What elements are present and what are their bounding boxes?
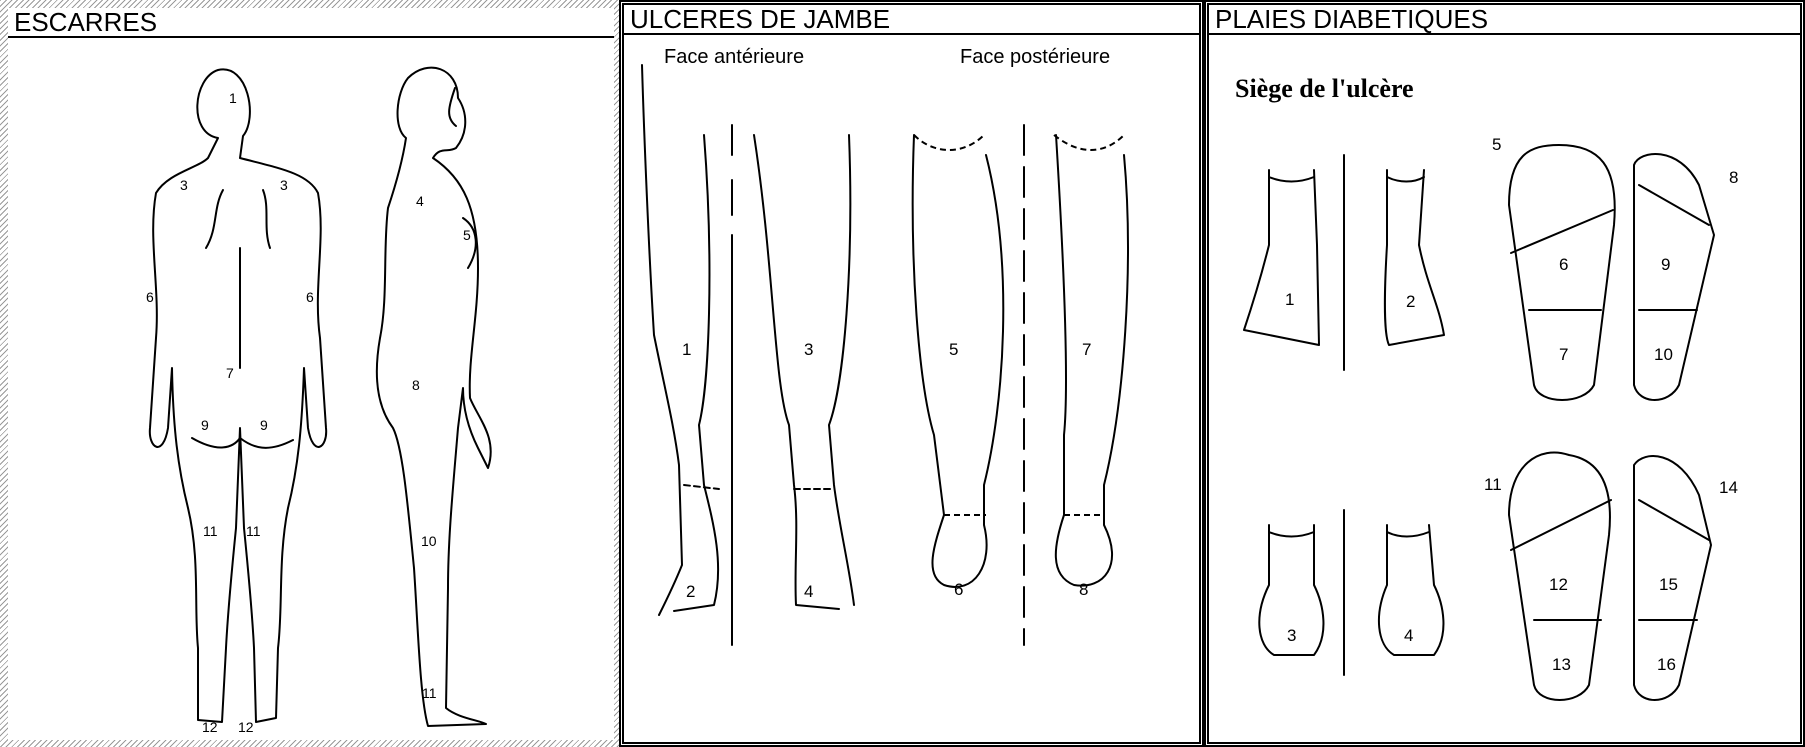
label-11c: 11 bbox=[422, 685, 437, 701]
plaie-label-7: 7 bbox=[1559, 345, 1568, 364]
label-5: 5 bbox=[463, 227, 471, 243]
panel-escarres: ESCARRES 1 3 3 4 5 6 bbox=[0, 0, 622, 747]
label-3a: 3 bbox=[180, 177, 188, 193]
plaie-label-16: 16 bbox=[1657, 655, 1676, 674]
plaie-label-9: 9 bbox=[1661, 255, 1670, 274]
panel-ulceres: ULCERES DE JAMBE Face antérieure Face po… bbox=[619, 0, 1204, 747]
posterior-legs: 5 6 7 8 bbox=[913, 125, 1128, 645]
ulcere-label-2: 2 bbox=[686, 582, 695, 601]
label-3b: 3 bbox=[280, 177, 288, 193]
face-posterieure-label: Face postérieure bbox=[960, 46, 1110, 68]
plaie-label-5: 5 bbox=[1492, 135, 1501, 154]
label-4: 4 bbox=[416, 193, 424, 209]
ulcere-label-8: 8 bbox=[1079, 580, 1088, 599]
label-9b: 9 bbox=[260, 417, 268, 433]
ulcere-label-3: 3 bbox=[804, 340, 813, 359]
panel-escarres-inner: ESCARRES 1 3 3 4 5 6 bbox=[8, 8, 614, 740]
plaie-label-12: 12 bbox=[1549, 575, 1568, 594]
feet-diagram: Siège de l'ulcère 1 2 5 6 7 8 9 10 bbox=[1209, 5, 1800, 742]
plaie-label-11: 11 bbox=[1484, 475, 1502, 494]
ulcere-label-7: 7 bbox=[1082, 340, 1091, 359]
soles-bottom: 11 12 13 14 15 16 bbox=[1484, 453, 1738, 701]
label-7: 7 bbox=[226, 365, 234, 381]
ulcere-label-5: 5 bbox=[949, 340, 958, 359]
label-1: 1 bbox=[229, 90, 237, 106]
ulcere-label-6: 6 bbox=[954, 580, 963, 599]
label-12b: 12 bbox=[238, 719, 254, 735]
plaie-label-14: 14 bbox=[1719, 478, 1738, 497]
body-side-view bbox=[377, 68, 491, 726]
plaie-label-10: 10 bbox=[1654, 345, 1673, 364]
escarres-labels: 1 3 3 4 5 6 6 7 8 9 9 10 11 11 11 12 12 bbox=[146, 90, 471, 735]
feet-back-bottom: 3 4 bbox=[1259, 510, 1443, 675]
label-10: 10 bbox=[421, 533, 437, 549]
plaie-label-6: 6 bbox=[1559, 255, 1568, 274]
plaie-label-4: 4 bbox=[1404, 626, 1413, 645]
label-9a: 9 bbox=[201, 417, 209, 433]
feet-side-top: 1 2 bbox=[1244, 155, 1444, 370]
plaie-label-15: 15 bbox=[1659, 575, 1678, 594]
plaie-label-13: 13 bbox=[1552, 655, 1571, 674]
siege-ulcere-title: Siège de l'ulcère bbox=[1235, 74, 1414, 103]
legs-diagram: Face antérieure Face postérieure 1 2 3 4… bbox=[624, 5, 1199, 742]
plaie-label-2: 2 bbox=[1406, 292, 1415, 311]
anterior-legs: 1 2 3 4 bbox=[642, 65, 854, 645]
label-6a: 6 bbox=[146, 289, 154, 305]
panel-plaies: PLAIES DIABETIQUES Siège de l'ulcère 1 2… bbox=[1204, 0, 1805, 747]
label-11a: 11 bbox=[203, 523, 218, 539]
body-diagram: 1 3 3 4 5 6 6 7 8 9 9 10 11 11 11 12 12 bbox=[8, 8, 614, 740]
ulcere-label-1: 1 bbox=[682, 340, 691, 359]
label-11b: 11 bbox=[246, 523, 261, 539]
ulcere-label-4: 4 bbox=[804, 582, 813, 601]
body-back-view bbox=[150, 69, 326, 722]
plaie-label-8: 8 bbox=[1729, 168, 1738, 187]
soles-top: 5 6 7 8 9 10 bbox=[1492, 135, 1738, 400]
face-anterieure-label: Face antérieure bbox=[664, 46, 804, 68]
label-12a: 12 bbox=[202, 719, 218, 735]
label-6b: 6 bbox=[306, 289, 314, 305]
plaie-label-3: 3 bbox=[1287, 626, 1296, 645]
plaie-label-1: 1 bbox=[1285, 290, 1294, 309]
label-8: 8 bbox=[412, 377, 420, 393]
